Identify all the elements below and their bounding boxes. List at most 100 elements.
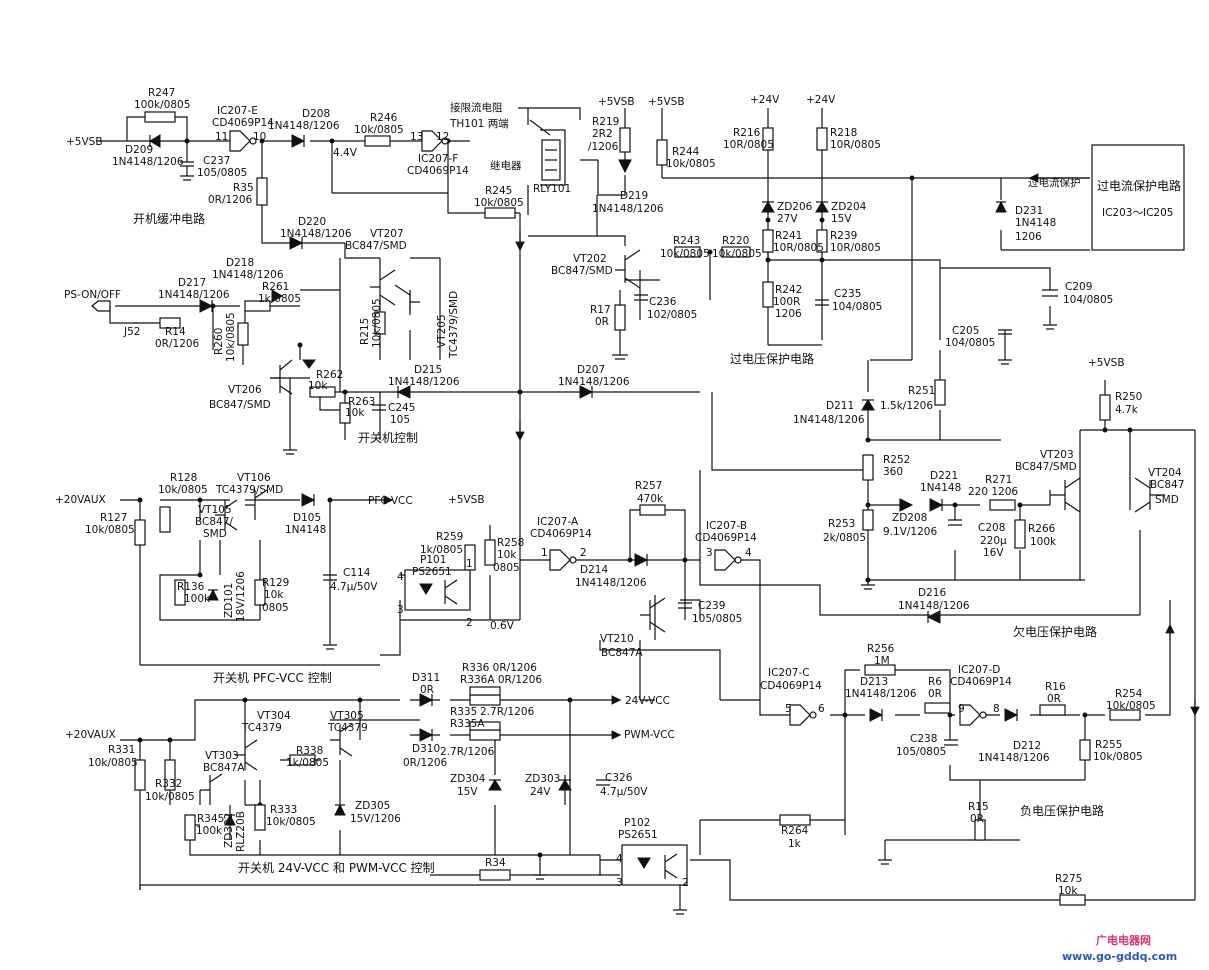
- label-d221-name: D221: [930, 470, 958, 482]
- label-d218-val: 1N4148/1206: [212, 269, 284, 281]
- label-r333-val: 10k/0805: [266, 816, 316, 828]
- label-p101-pin3: 3: [397, 604, 404, 616]
- label-r246-name: R246: [370, 112, 398, 124]
- label-pfc-ctrl: 开关机 PFC-VCC 控制: [213, 671, 332, 685]
- label-vt303-val: BC847A: [203, 762, 245, 774]
- label-r242-name: R242: [775, 284, 802, 296]
- label-c205-val: 104/0805: [945, 337, 995, 349]
- label-r258-val2: 0805: [493, 562, 520, 574]
- label-pin3b: 3: [706, 547, 713, 559]
- label-d208-val: 1N4148/1206: [268, 120, 340, 132]
- label-r239-name: R239: [830, 230, 857, 242]
- label-r216-name: R216: [733, 127, 761, 139]
- label-r335-name: R335: [450, 706, 477, 718]
- label-r331-val: 10k/0805: [88, 757, 138, 769]
- label-vsb2: +5VSB: [648, 96, 685, 108]
- label-r262-val: 10k: [308, 380, 328, 392]
- label-r246-val: 10k/0805: [354, 124, 404, 136]
- label-c326-val: 4.7μ/50V: [600, 786, 648, 798]
- label-d231-val2: 1206: [1015, 231, 1042, 243]
- label-r218-val: 10R/0805: [830, 139, 881, 151]
- label-vt305-name: VT305: [330, 710, 364, 722]
- watermark-url: www.go-gddq.com: [1062, 950, 1177, 963]
- label-c208-val2: 16V: [983, 547, 1004, 559]
- label-r243-name: R243: [673, 235, 700, 247]
- label-zd303-val: 24V: [530, 786, 551, 798]
- label-r17-name: R17: [590, 304, 611, 316]
- label-c326-name: C326: [605, 772, 633, 784]
- label-v24-vcc: 24V-VCC: [625, 695, 670, 707]
- label-r215-name: R215: [359, 318, 371, 345]
- label-p102-part: PS2651: [618, 829, 658, 841]
- label-over-current-box2: IC203～IC205: [1102, 207, 1173, 219]
- label-vt106-val: TC4379/SMD: [215, 484, 283, 496]
- watermark-site-name: 广电电器网: [1096, 933, 1151, 947]
- label-d213-val: 1N4148/1206: [845, 688, 917, 700]
- label-zd206-val: 27V: [777, 213, 798, 225]
- label-r333-name: R333: [270, 804, 297, 816]
- optocouplers: [404, 569, 688, 886]
- label-c238-val: 105/0805: [896, 746, 946, 758]
- label-r247-val: 100k/0805: [134, 99, 190, 111]
- label-r263-val: 10k: [345, 407, 365, 419]
- label-pin5: 5: [785, 703, 792, 715]
- label-r14-name: R14: [165, 326, 186, 338]
- signal-arrows: [91, 140, 1200, 740]
- label-r331-name: R331: [108, 744, 135, 756]
- label-r332-val: 10k/0805: [145, 791, 195, 803]
- label-vt105-name: VT105: [198, 504, 232, 516]
- label-r136-val: 100k: [184, 593, 211, 605]
- label-r259-val: 1k/0805: [420, 544, 463, 556]
- label-d310-val: 0R/1206: [403, 757, 448, 769]
- label-r263-name: R263: [348, 396, 375, 408]
- label-c235-name: C235: [834, 288, 861, 300]
- label-r15-name: R15: [968, 801, 989, 813]
- label-vt205-name: VT205: [436, 314, 448, 348]
- label-r16-val: 0R: [1047, 693, 1061, 705]
- label-vt206-name: VT206: [228, 384, 262, 396]
- label-d231-name: D231: [1015, 205, 1043, 217]
- label-r35-val: 0R/1206: [208, 194, 253, 206]
- label-d105-name: D105: [293, 512, 321, 524]
- label-r251-val: 1.5k/1206: [880, 400, 933, 412]
- label-c236-val: 102/0805: [647, 309, 697, 321]
- label-pin1a: 1: [541, 547, 548, 559]
- label-r219-name: R219: [592, 116, 619, 128]
- label-vt303-name: VT303: [205, 750, 239, 762]
- label-c236-name: C236: [649, 296, 677, 308]
- label-r338-name: R338: [296, 745, 323, 757]
- label-p101-pin4: 4: [397, 571, 404, 583]
- label-d311-val: 0R: [420, 684, 434, 696]
- label-ic207c-part: CD4069P14: [760, 680, 822, 692]
- label-over-current-box1: 过电流保护电路: [1097, 178, 1181, 193]
- label-ic207d-name: IC207-D: [958, 664, 1000, 676]
- label-p102-pin2: 2: [682, 877, 689, 889]
- label-r257-val: 470k: [637, 493, 664, 505]
- label-r335a-name: R335A: [450, 718, 485, 730]
- label-ic207e-name: IC207-E: [217, 105, 258, 117]
- label-r216-val: 10R/0805: [723, 139, 774, 151]
- label-zd204-name: ZD204: [831, 201, 867, 213]
- label-r219-val2: /1206: [588, 141, 619, 153]
- label-p101-part: PS2651: [412, 566, 452, 578]
- label-d215-val: 1N4148/1206: [388, 376, 460, 388]
- label-d207-name: D207: [577, 364, 605, 376]
- label-r260-name: R260: [213, 328, 225, 355]
- label-zd208-val: 9.1V/1206: [883, 526, 937, 538]
- label-ic207f-part: CD4069P14: [407, 165, 469, 177]
- label-c208-val1: 220μ: [980, 535, 1007, 547]
- label-r264-name: R264: [781, 825, 809, 837]
- junction-dots: [137, 138, 1133, 858]
- label-r220-val: 10k/0805: [712, 248, 762, 260]
- label-zd305-val: 15V/1206: [350, 813, 401, 825]
- label-vt207-name: VT207: [370, 228, 404, 240]
- label-ic207a-part: CD4069P14: [530, 528, 592, 540]
- label-c245-name: C245: [388, 402, 415, 414]
- label-zd302-val: RLZ20B: [235, 811, 247, 852]
- label-r6-val: 0R: [928, 688, 942, 700]
- label-p101-pin1: 1: [466, 558, 473, 570]
- label-r128-val: 10k/0805: [158, 484, 208, 496]
- label-d216-val: 1N4148/1206: [898, 600, 970, 612]
- label-d231-val1: 1N4148: [1015, 217, 1056, 229]
- label-vsb-in: +5VSB: [66, 136, 103, 148]
